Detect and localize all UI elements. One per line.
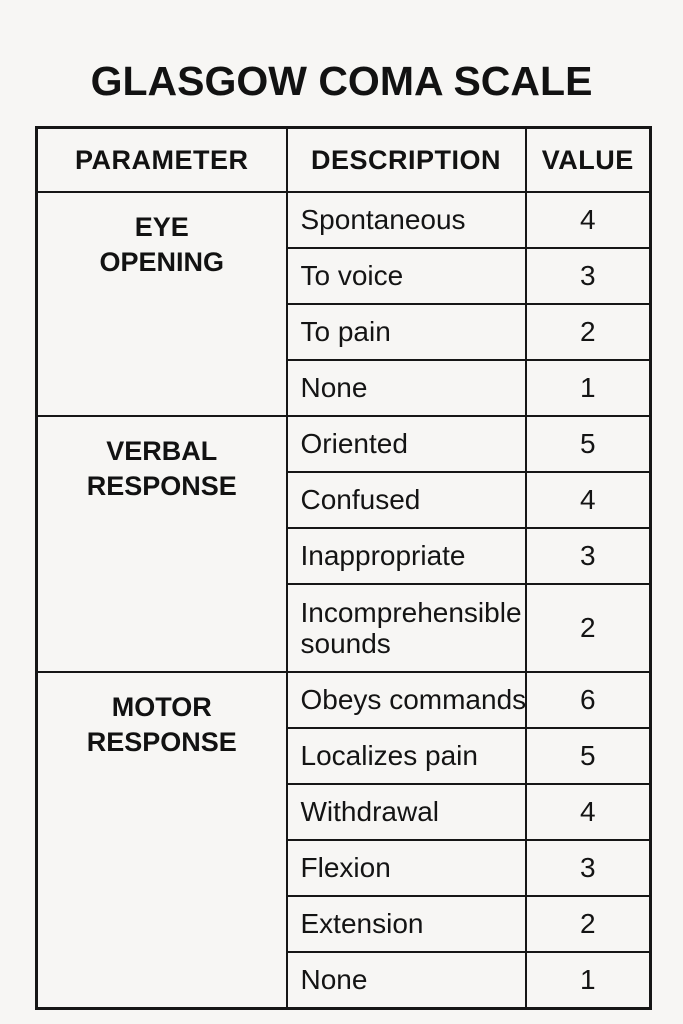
description-cell: Extension (285, 895, 527, 954)
parameter-label-line: RESPONSE (86, 727, 237, 758)
value-cell: 3 (524, 839, 652, 898)
table-row: VERBAL RESPONSE Oriented 5 (35, 415, 652, 674)
parameter-cell-eye-opening: EYE OPENING (35, 191, 288, 418)
table-row: None 1 (37, 359, 652, 418)
value-cell: 2 (524, 303, 652, 362)
table-row: MOTOR RESPONSE Obeys commands 6 (35, 671, 652, 1010)
description-cell: Localizes pain (285, 727, 527, 786)
parameter-label-line: OPENING (99, 247, 225, 278)
description-cell: None (285, 951, 527, 1010)
header-row: PARAMETER DESCRIPTION VALUE (35, 126, 652, 194)
description-cell: To voice (285, 247, 527, 306)
description-cell: Confused (285, 471, 527, 530)
value-cell: 4 (524, 191, 652, 250)
description-cell: Oriented (285, 415, 527, 474)
table-row: Extension 2 (37, 895, 652, 954)
parameter-label-line: VERBAL (106, 436, 218, 467)
table-row: Localizes pain 5 (37, 727, 652, 786)
description-cell: Flexion (285, 839, 527, 898)
column-header-description: DESCRIPTION (285, 126, 527, 194)
parameter-cell-motor-response: MOTOR RESPONSE (35, 671, 288, 1010)
value-cell: 1 (524, 359, 652, 418)
description-cell: Withdrawal (285, 783, 527, 842)
page-title: GLASGOW COMA SCALE (90, 58, 593, 104)
table-row: To voice 3 (37, 247, 652, 306)
parameter-label-line: MOTOR (111, 692, 212, 723)
value-cell: 3 (524, 527, 652, 586)
value-cell: 2 (524, 895, 652, 954)
table-row: Withdrawal 4 (37, 783, 652, 842)
value-cell: 1 (524, 951, 652, 1010)
column-header-parameter: PARAMETER (35, 126, 288, 194)
parameter-label-line: RESPONSE (86, 471, 237, 502)
value-cell: 4 (524, 783, 652, 842)
description-cell: Obeys commands (285, 671, 527, 730)
parameter-label-line: EYE (134, 212, 189, 243)
column-header-value: VALUE (524, 126, 652, 194)
value-cell: 2 (524, 583, 652, 674)
value-cell: 5 (524, 415, 652, 474)
value-cell: 4 (524, 471, 652, 530)
table-row: Incomprehensible sounds 2 (37, 583, 652, 674)
description-cell: Inappropriate (285, 527, 527, 586)
table-row: Inappropriate 3 (37, 527, 652, 586)
table-row: Confused 4 (37, 471, 652, 530)
value-cell: 6 (524, 671, 652, 730)
gcs-table: PARAMETER DESCRIPTION VALUE EYE OPENING … (35, 126, 652, 1011)
value-cell: 5 (524, 727, 652, 786)
table-row: EYE OPENING Spontaneous 4 (35, 191, 652, 418)
parameter-cell-verbal-response: VERBAL RESPONSE (35, 415, 288, 674)
table-row: To pain 2 (37, 303, 652, 362)
description-cell: None (285, 359, 527, 418)
description-cell: To pain (285, 303, 527, 362)
description-cell: Incomprehensible sounds (285, 583, 527, 674)
description-cell: Spontaneous (285, 191, 527, 250)
table-row: Flexion 3 (37, 839, 652, 898)
table-row: None 1 (37, 951, 652, 1010)
value-cell: 3 (524, 247, 652, 306)
